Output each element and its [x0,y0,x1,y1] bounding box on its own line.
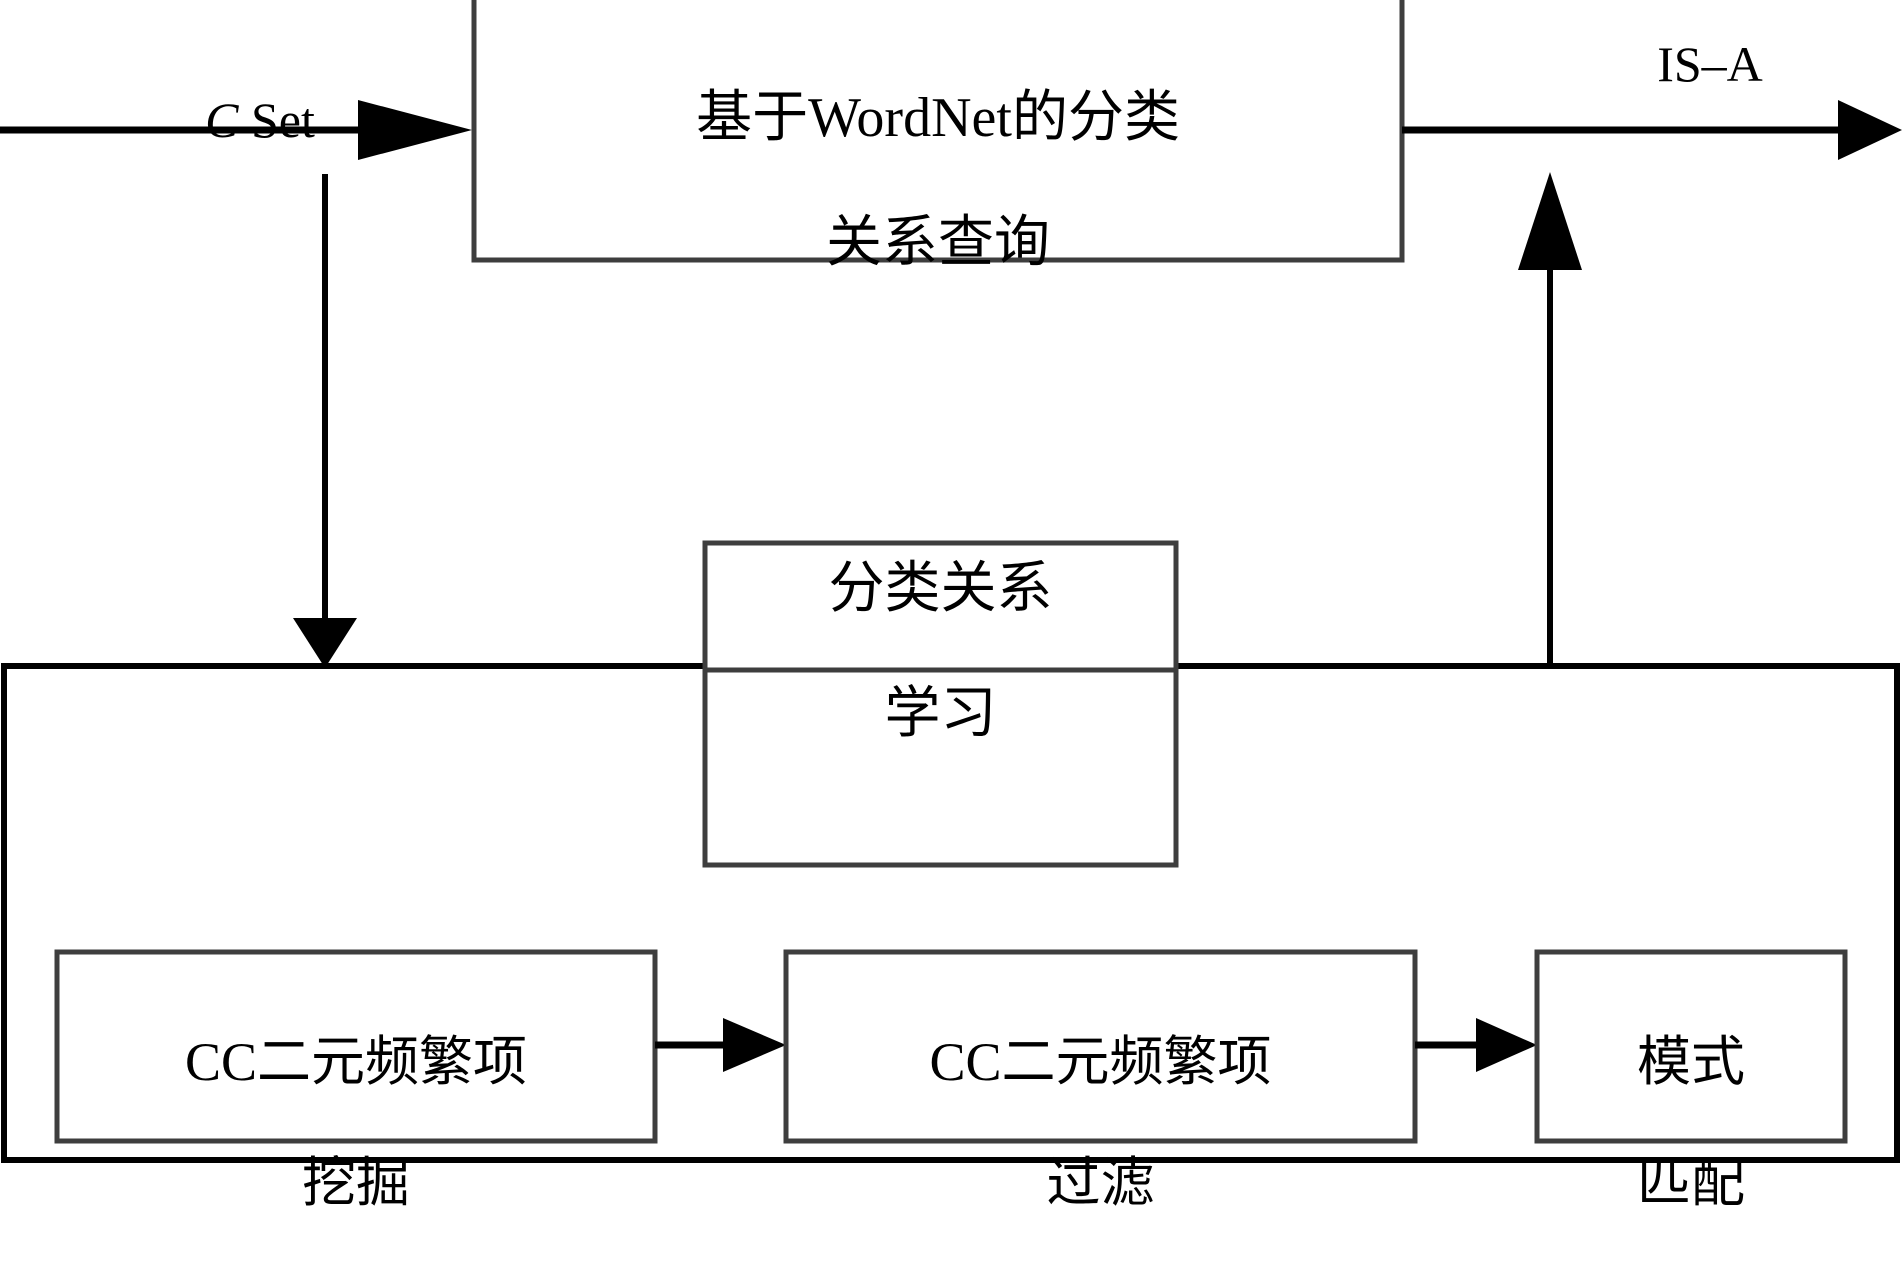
up-arrow-head [1518,172,1582,270]
branch-down-arrow-head [293,618,357,668]
node-relation-learning-box [702,540,1179,868]
output-arrow-head [1838,100,1902,160]
node-cc-filter-box [783,949,1418,1144]
filter-pattern-arrow-head [1476,1018,1537,1072]
edge-mining-to-filter [655,1018,786,1072]
edge-filter-to-pattern [1415,1018,1537,1072]
diagram-canvas [0,0,1902,1163]
edge-input-to-query [0,100,472,160]
node-pattern-matching-box [1534,949,1848,1144]
node-wordnet-query-box [471,0,1405,263]
edge-input-branch-down [293,174,357,668]
node-cc-mining-box [54,949,658,1144]
flowchart-diagram: C Set IS–A 基于WordNet的分类 关系查询 分类关系 学习 CC二… [0,0,1902,1213]
mining-filter-arrow-head [723,1018,786,1072]
input-arrow-head [358,100,472,160]
relation-learning-mask [705,543,1176,670]
edge-query-to-output [1402,100,1902,160]
edge-container-to-output [1518,172,1582,666]
